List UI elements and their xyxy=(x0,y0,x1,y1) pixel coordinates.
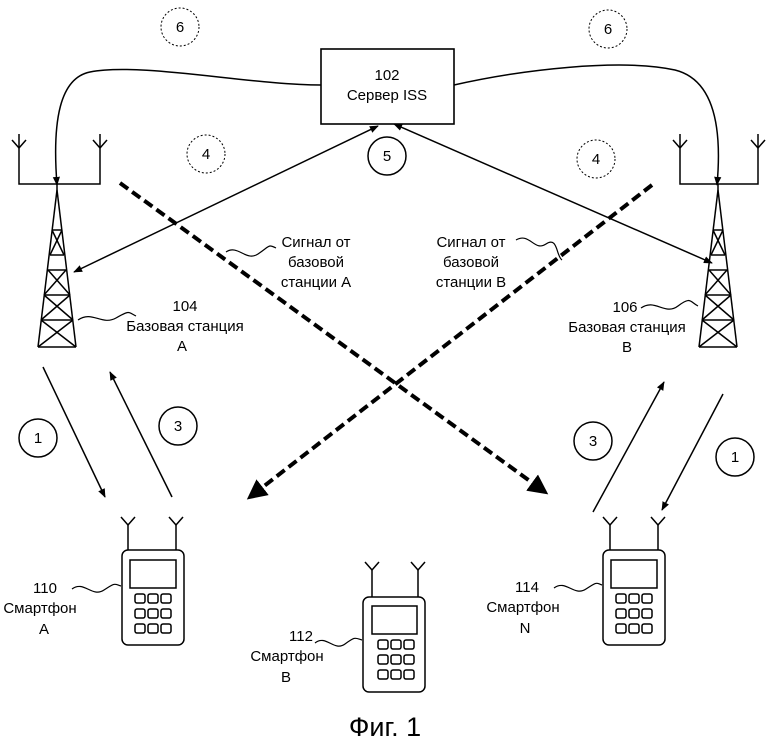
smartphone-b-number: 112 xyxy=(289,628,313,645)
smartphone-n-number: 114 xyxy=(515,579,539,596)
base-station-a-name: Базовая станция xyxy=(126,318,243,335)
signal-a-line3: станции A xyxy=(281,274,351,291)
arrow-3-right xyxy=(592,381,665,513)
base-station-a-letter: A xyxy=(177,338,187,355)
signal-a-line1: Сигнал от xyxy=(281,234,350,251)
signal-b-line1: Сигнал от xyxy=(436,234,505,251)
smartphone-n xyxy=(602,516,666,646)
figure-caption: Фиг. 1 xyxy=(349,712,421,742)
arrow-3-left xyxy=(109,371,173,498)
step-1-right-label: 1 xyxy=(731,449,739,466)
arrow-4-left xyxy=(73,125,379,273)
base-station-b-leader xyxy=(640,299,699,310)
signal-a-line xyxy=(118,181,549,495)
base-station-b-letter: B xyxy=(622,339,632,356)
step-3-left-label: 3 xyxy=(174,418,182,435)
arrow-1-right xyxy=(661,393,724,511)
step-5-badge: 5 xyxy=(367,136,407,176)
smartphone-a-letter: A xyxy=(39,621,49,638)
smartphone-b-letter: B xyxy=(281,669,291,686)
signal-a-leader xyxy=(225,245,277,257)
step-1-left-badge: 1 xyxy=(18,418,58,458)
step-4-right-badge: 4 xyxy=(576,139,616,179)
smartphone-b xyxy=(362,561,426,693)
smartphone-a-leader xyxy=(71,583,122,593)
base-station-b-tower xyxy=(672,134,766,348)
smartphone-b-name: Смартфон xyxy=(250,648,323,665)
smartphone-b-leader xyxy=(314,637,363,647)
base-station-a-number: 104 xyxy=(172,298,197,315)
iss-server: 102 Сервер ISS xyxy=(320,48,455,125)
step-6-right-badge: 6 xyxy=(588,9,628,49)
server-name: Сервер ISS xyxy=(347,87,427,104)
step-6-right-label: 6 xyxy=(604,21,612,38)
step-5-label: 5 xyxy=(383,148,391,165)
arrow-6-left xyxy=(52,68,322,186)
step-4-right-label: 4 xyxy=(592,151,600,168)
arrow-4-right xyxy=(393,123,713,264)
base-station-a-tower xyxy=(11,134,108,348)
base-station-b-number: 106 xyxy=(612,299,637,316)
step-4-left-label: 4 xyxy=(202,146,210,163)
step-4-left-badge: 4 xyxy=(186,134,226,174)
smartphone-a-number: 110 xyxy=(33,580,57,597)
step-1-left-label: 1 xyxy=(34,430,42,447)
step-3-right-badge: 3 xyxy=(573,421,613,461)
step-6-left-label: 6 xyxy=(176,19,184,36)
step-3-left-badge: 3 xyxy=(158,406,198,446)
step-6-left-badge: 6 xyxy=(160,7,200,47)
signal-b-line xyxy=(246,183,654,500)
signal-b-line2: базовой xyxy=(443,254,499,271)
server-number: 102 xyxy=(374,67,399,84)
smartphone-a-name: Смартфон xyxy=(3,600,76,617)
smartphone-a xyxy=(120,516,185,646)
arrow-1-left xyxy=(42,366,106,498)
base-station-b-name: Базовая станция xyxy=(568,319,685,336)
smartphone-n-leader xyxy=(553,582,603,592)
smartphone-n-letter: N xyxy=(520,620,531,637)
arrow-6-right xyxy=(453,64,722,186)
signal-b-leader xyxy=(515,237,563,261)
signal-b-line3: станции B xyxy=(436,274,506,291)
base-station-a-leader xyxy=(77,311,137,321)
signal-a-line2: базовой xyxy=(288,254,344,271)
step-3-right-label: 3 xyxy=(589,433,597,450)
step-1-right-badge: 1 xyxy=(715,437,755,477)
smartphone-n-name: Смартфон xyxy=(486,599,559,616)
